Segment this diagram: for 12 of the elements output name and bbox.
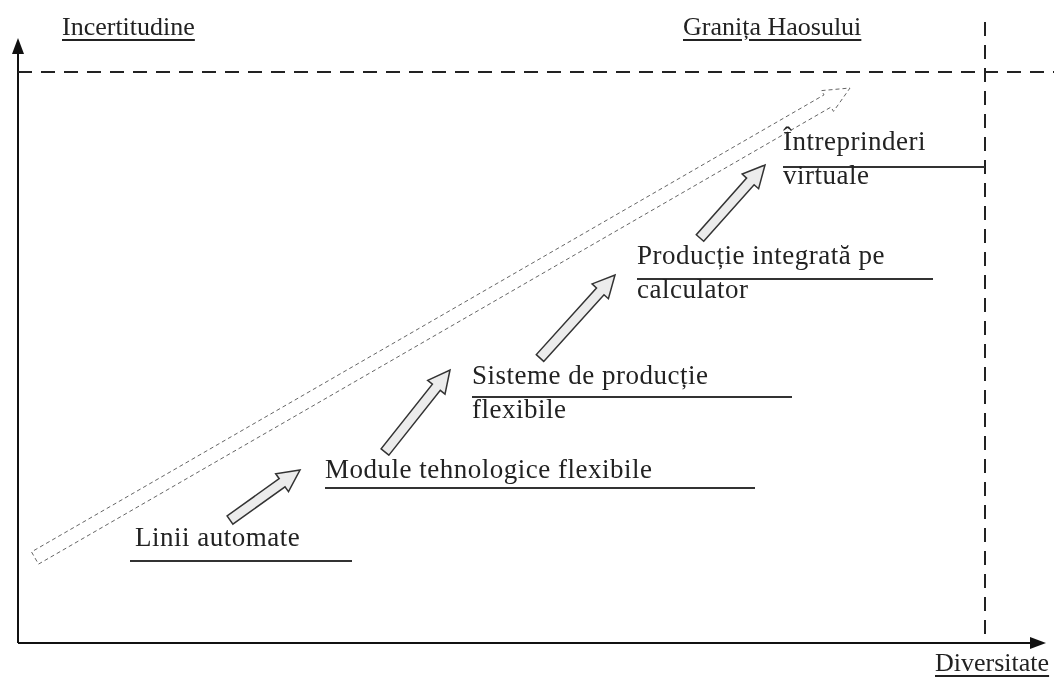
boundary-label: Granița Haosului [683, 12, 862, 42]
stage-label: Linii automate [135, 521, 302, 554]
block-arrow [226, 469, 302, 526]
stage-label: Module tehnologice flexibile [325, 453, 654, 486]
block-arrow [695, 163, 767, 243]
block-arrow [535, 273, 617, 363]
block-arrow [380, 368, 452, 457]
axis-label: Incertitudine [62, 12, 195, 42]
stage-label: Producție integrată pe calculator [637, 239, 886, 306]
axis-label: Diversitate [935, 648, 1050, 678]
stage-label: Întreprinderi virtuale [783, 125, 927, 192]
stage-label: Sisteme de producție flexibile [472, 359, 710, 426]
